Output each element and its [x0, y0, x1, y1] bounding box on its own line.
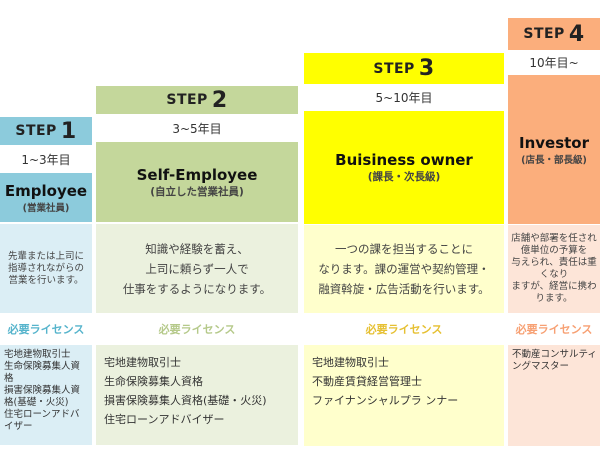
step-number: 4: [568, 21, 585, 47]
license-item: 宅地建物取引士: [4, 349, 71, 360]
step-description: 先輩または上司に指導されながらの営業を行います。: [0, 224, 92, 313]
step-title-box: Investor (店長・部長級): [508, 75, 600, 224]
description-line: なります。課の運営や契約管理・: [318, 262, 490, 276]
license-item: 生命保険募集人資格: [4, 361, 81, 384]
description-line: 億単位の予算を: [520, 245, 588, 256]
step-years: 3~5年目: [172, 121, 222, 136]
license-list: 宅地建物取引士不動産賃貸経営管理士ファイナンシャルプラ ンナー: [304, 345, 504, 446]
license-label: 必要ライセンス: [365, 323, 443, 336]
description-line: 指導されながらの: [7, 262, 84, 274]
step-years: 1~3年目: [21, 152, 71, 167]
step-word: STEP: [373, 60, 415, 77]
description-line: 融資斡旋・広告活動を行います。: [318, 282, 490, 296]
license-item: 不動産コンサルティングマスター: [512, 349, 597, 372]
step-description: 知識や経験を蓄え、上司に頼らず一人で仕事をするようになります。: [96, 224, 298, 313]
step-years: 5~10年目: [375, 91, 433, 105]
description-line: 先輩または上司に: [7, 250, 84, 262]
license-list: 不動産コンサルティングマスター: [508, 345, 600, 446]
step-number: 3: [418, 56, 435, 81]
license-label: 必要ライセンス: [515, 323, 593, 336]
license-item: 損害保険募集人資格(基礎・火災): [104, 394, 267, 407]
description-line: 知識や経験を蓄え、: [145, 241, 249, 256]
step-title-box: Employee (営業社員): [0, 173, 92, 222]
step-title: Employee: [4, 181, 88, 200]
step-word: STEP: [15, 123, 57, 139]
step-subtitle: (自立した営業社員): [150, 185, 244, 198]
license-item: 宅地建物取引士: [312, 356, 389, 369]
license-item: 宅地建物取引士: [104, 356, 181, 369]
step-title: Buisiness owner: [335, 151, 473, 169]
step-description: 一つの課を担当することになります。課の運営や契約管理・融資斡旋・広告活動を行いま…: [304, 225, 504, 313]
step-word: STEP: [523, 26, 565, 42]
step-title: Investor: [518, 133, 589, 152]
step-title-box: Buisiness owner (課長・次長級): [304, 111, 504, 224]
step-subtitle: (営業社員): [22, 202, 70, 214]
step-title-box: Self-Employee(自立した営業社員): [96, 142, 298, 222]
step-subtitle: (課長・次長級): [367, 171, 441, 183]
description-line: 与えられ、責任は重くなり: [511, 257, 597, 280]
license-list: 宅地建物取引士生命保険募集人資格損害保険募集人資格(基礎・火災)住宅ローンアドバ…: [0, 345, 92, 445]
license-list: 宅地建物取引士生命保険募集人資格損害保険募集人資格(基礎・火災) 住宅ローンアドバ…: [96, 345, 298, 445]
description-line: ますが、経営に携わります。: [511, 281, 597, 304]
step-description: 店舗や部署を任され億単位の予算を与えられ、責任は重くなりますが、経営に携わります…: [508, 225, 600, 313]
license-label: 必要ライセンス: [7, 323, 85, 336]
step-years: 10年目~: [529, 56, 579, 70]
license-item: 生命保険募集人資格: [104, 375, 203, 388]
step-word: STEP: [166, 92, 208, 108]
step-number: 1: [60, 118, 77, 144]
license-item: 不動産賃貸経営管理士: [312, 375, 422, 388]
license-item: 損害保険募集人資格(基礎・火災): [4, 385, 81, 408]
license-label: 必要ライセンス: [158, 323, 236, 336]
description-line: 仕事をするようになります。: [122, 281, 272, 296]
step-subtitle: (店長・部長級): [521, 154, 587, 166]
description-line: 上司に頼らず一人で: [145, 261, 249, 276]
step-title: Self-Employee: [136, 165, 258, 184]
step-number: 2: [211, 87, 228, 113]
description-line: 営業を行います。: [8, 274, 84, 286]
description-line: 一つの課を担当することに: [335, 242, 473, 256]
license-item: 住宅ローンアドバイザー: [4, 409, 80, 432]
description-line: 店舗や部署を任され: [511, 233, 597, 244]
license-item: ファイナンシャルプラ ンナー: [312, 394, 459, 407]
license-item: 住宅ローンアドバイザー: [104, 413, 225, 426]
